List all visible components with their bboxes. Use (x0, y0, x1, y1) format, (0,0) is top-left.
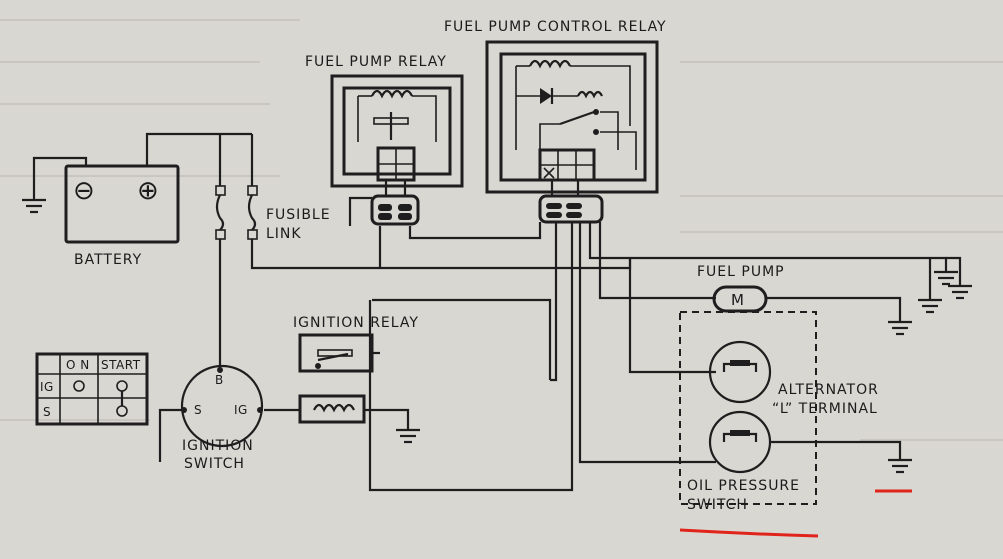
contact-start-s-icon (116, 405, 128, 417)
motor-icon: M (731, 291, 745, 309)
ignition-relay-ground-icon (396, 428, 420, 444)
fuel-pump-label: FUEL PUMP (697, 264, 785, 280)
oil-pressure-label: OIL PRESSURE (687, 478, 800, 494)
battery-positive-icon: ⊕ (137, 176, 160, 206)
alternator-terminal-label: “L” TERMINAL (772, 401, 878, 417)
battery-label: BATTERY (74, 252, 142, 268)
background-page-lines (0, 19, 1003, 441)
ignition-relay-coil-icon (313, 403, 355, 413)
right-ground-icon (918, 256, 972, 314)
alternator-switch-icon (708, 340, 772, 404)
fuel-pump-ground-icon (888, 320, 912, 336)
switch-position-table: O N START IG S (35, 352, 149, 426)
table-row-s: S (43, 405, 51, 419)
fuel-pump-motor: M (712, 285, 912, 336)
battery-ground-icon (22, 198, 46, 214)
table-header-on: O N (66, 358, 90, 372)
sensor-enclosure (679, 311, 912, 505)
table-row-ig: IG (40, 380, 54, 394)
relay-coil-icon (371, 89, 413, 99)
fuel-pump-relay-label: FUEL PUMP RELAY (305, 54, 447, 70)
battery-negative-icon: ⊖ (73, 176, 96, 206)
fuel-pump-control-relay (485, 40, 659, 224)
contact-start-ig-icon (116, 380, 128, 392)
ignition-relay (264, 298, 552, 444)
ignition-switch: B S IG (158, 364, 264, 462)
ignition-switch-label: IGNITION (182, 438, 254, 454)
annotation-underline (679, 528, 819, 538)
switch-terminal-s: S (194, 403, 202, 417)
fuel-pump-relay (330, 74, 464, 226)
fuel-pump-control-relay-label: FUEL PUMP CONTROL RELAY (444, 19, 667, 35)
ignition-relay-label: IGNITION RELAY (293, 315, 419, 331)
battery: ⊖ ⊕ (22, 132, 220, 244)
control-relay-coil-icon (529, 59, 571, 69)
link-label: LINK (266, 226, 302, 242)
fusible-label: FUSIBLE (266, 207, 331, 223)
contact-on-ig-icon (73, 380, 85, 392)
switch-terminal-b: B (215, 373, 224, 387)
switch-terminal-ig: IG (234, 403, 248, 417)
fusible-links (215, 132, 632, 370)
oil-pressure-switch-label: SWITCH (687, 497, 748, 513)
ignition-switch-sublabel: SWITCH (184, 456, 245, 472)
oil-switch-ground-icon (888, 458, 912, 474)
table-header-start: START (101, 358, 141, 372)
alternator-label: ALTERNATOR (778, 382, 879, 398)
oil-pressure-switch-icon (708, 410, 772, 474)
